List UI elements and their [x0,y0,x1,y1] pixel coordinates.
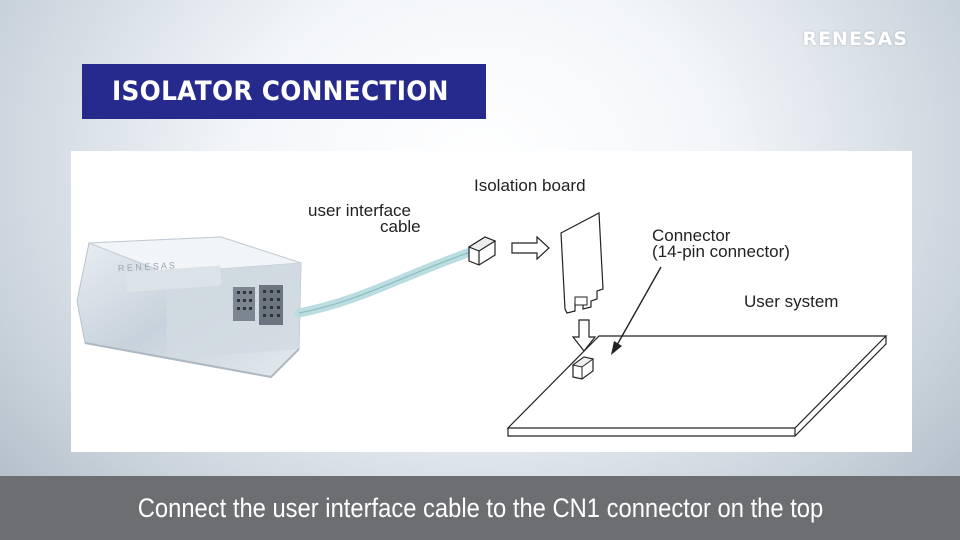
label-cable-line2: cable [380,217,421,236]
page-title: ISOLATOR CONNECTION [112,76,449,107]
label-cable-line1: user interface [308,201,411,220]
label-connector-line2: (14-pin connector) [652,242,790,261]
connector-pointer-arrow [611,266,662,355]
right-arrow-icon [511,235,550,261]
caption-text: Connect the user interface cable to the … [137,492,823,523]
diagram-illustration: R E N E S A S [76,212,888,437]
emulator-device: R E N E S A S [76,236,302,379]
board-connector [571,356,595,380]
connection-diagram: R E N E S A S [71,151,912,452]
down-arrow-icon [571,319,597,352]
cable-plug [467,236,497,266]
user-system-board [506,335,888,437]
isolation-board [560,212,604,314]
title-banner: ISOLATOR CONNECTION [82,64,486,119]
renesas-logo: RENESAS [802,28,908,50]
label-user-system: User system [744,292,839,311]
label-connector-line1: Connector [652,226,731,245]
label-isolation-board: Isolation board [474,176,586,195]
caption-bar: Connect the user interface cable to the … [0,476,960,540]
svg-text:R E N E S A S: R E N E S A S [118,260,175,273]
